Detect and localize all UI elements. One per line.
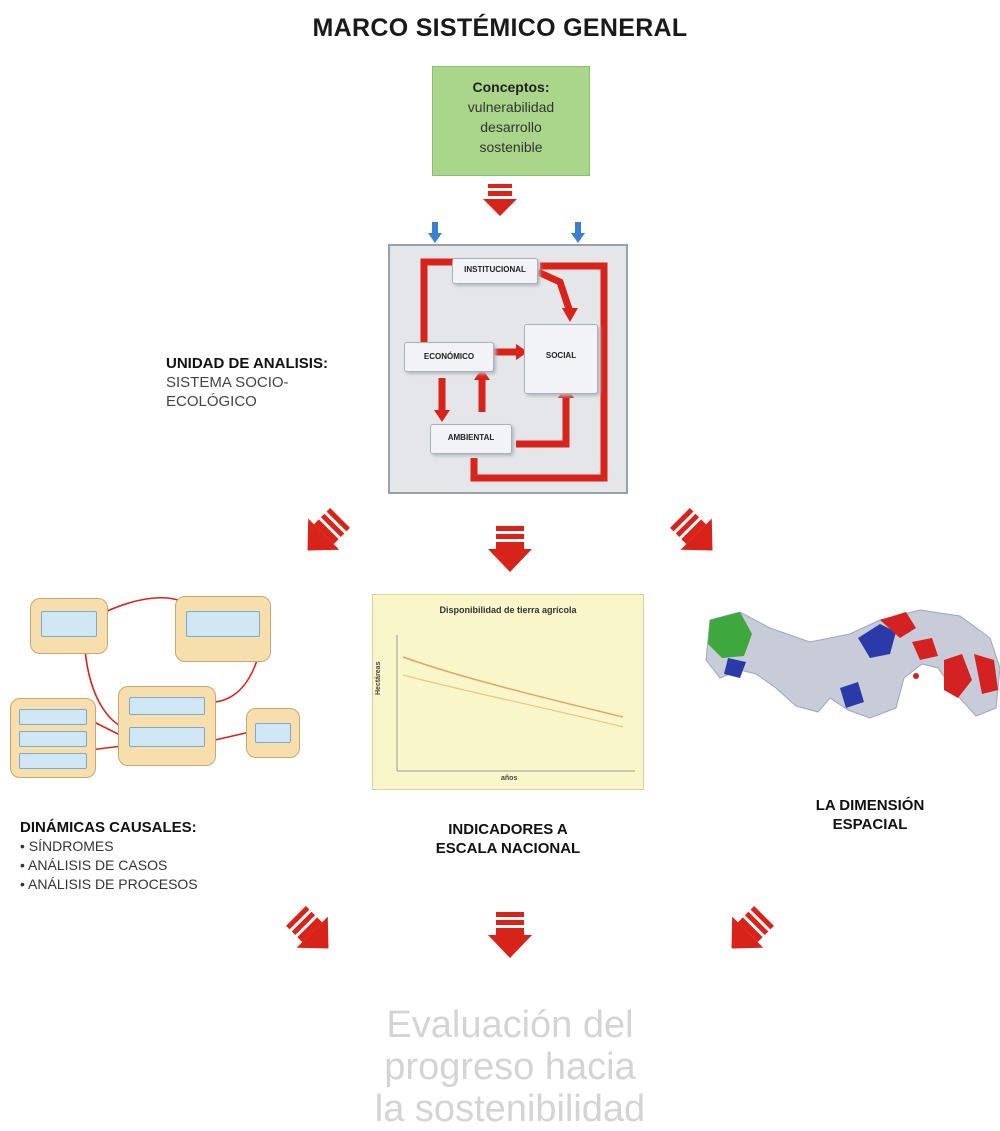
causal-item-cases: ANÁLISIS DE CASOS	[20, 856, 310, 875]
indicators-label-line1: INDICADORES A	[448, 821, 568, 838]
blue-input-arrow-right	[571, 222, 585, 243]
arrow-spatial-to-evaluation	[715, 900, 780, 965]
system-feedback-arrows	[416, 258, 608, 482]
concept-vulnerability: vulnerabilidad	[467, 99, 555, 115]
causal-item-syndromes: SÍNDROMES	[20, 837, 310, 856]
causal-node-right	[246, 708, 300, 758]
unit-of-analysis-sub1: SISTEMA SOCIO-	[166, 374, 289, 391]
node-economic: ECONÓMICO	[404, 342, 494, 372]
indicator-chart: Disponibilidad de tierra agrícola Hectár…	[372, 594, 644, 790]
indicators-label-line2: ESCALA NACIONAL	[435, 840, 581, 857]
unit-of-analysis-label: UNIDAD DE ANALISIS: SISTEMA SOCIO- ECOLÓ…	[166, 354, 396, 411]
arrow-indicators-to-evaluation	[488, 912, 532, 958]
evaluation-label: Evaluación del progreso hacia la sosteni…	[300, 1004, 720, 1130]
arrow-down-to-system	[483, 184, 517, 216]
spatial-map	[705, 609, 1000, 719]
causal-dynamics-diagram	[10, 590, 310, 790]
arrow-to-causal	[291, 502, 356, 567]
node-social: SOCIAL	[524, 324, 598, 394]
indicator-trend-lines	[396, 635, 635, 772]
diagram-title: MARCO SISTÉMICO GENERAL	[312, 14, 688, 42]
indicators-label: INDICADORES A ESCALA NACIONAL	[388, 820, 628, 858]
concepts-box: Conceptos: vulnerabilidad desarrollo sos…	[432, 66, 590, 176]
causal-dynamics-label: DINÁMICAS CAUSALES: SÍNDROMES ANÁLISIS D…	[20, 818, 310, 894]
causal-dynamics-heading: DINÁMICAS CAUSALES:	[20, 819, 197, 836]
node-environmental: AMBIENTAL	[430, 424, 512, 454]
causal-node-left	[10, 698, 96, 778]
socio-ecological-system-box: INSTITUCIONAL ECONÓMICO SOCIAL AMBIENTAL	[388, 244, 628, 494]
evaluation-line2: progreso hacia	[384, 1046, 636, 1088]
spatial-dimension-label: LA DIMENSIÓN ESPACIAL	[770, 796, 970, 834]
node-institutional: INSTITUCIONAL	[452, 258, 538, 284]
arrow-to-indicators	[488, 526, 532, 572]
causal-node-top-left	[30, 598, 108, 654]
indicator-chart-title: Disponibilidad de tierra agrícola	[439, 605, 577, 615]
evaluation-line1: Evaluación del	[386, 1004, 634, 1046]
arrow-to-spatial	[664, 502, 729, 567]
causal-item-processes: ANÁLISIS DE PROCESOS	[20, 875, 310, 894]
spatial-label-line2: ESPACIAL	[832, 816, 908, 833]
evaluation-line3: la sostenibilidad	[374, 1088, 646, 1130]
unit-of-analysis-sub2: ECOLÓGICO	[166, 393, 257, 410]
concept-development: desarrollo	[480, 119, 542, 135]
concept-sustainable: sostenible	[479, 139, 543, 155]
causal-methods-list: SÍNDROMES ANÁLISIS DE CASOS ANÁLISIS DE …	[20, 837, 310, 894]
arrow-causal-to-evaluation	[280, 900, 345, 965]
blue-input-arrow-left	[428, 222, 442, 243]
causal-node-top-right	[175, 596, 271, 662]
causal-node-center	[118, 686, 216, 766]
indicator-chart-xlabel: años	[501, 775, 518, 782]
concepts-heading: Conceptos:	[472, 79, 550, 95]
unit-of-analysis-heading: UNIDAD DE ANALISIS:	[166, 355, 328, 372]
spatial-label-line1: LA DIMENSIÓN	[815, 797, 925, 814]
